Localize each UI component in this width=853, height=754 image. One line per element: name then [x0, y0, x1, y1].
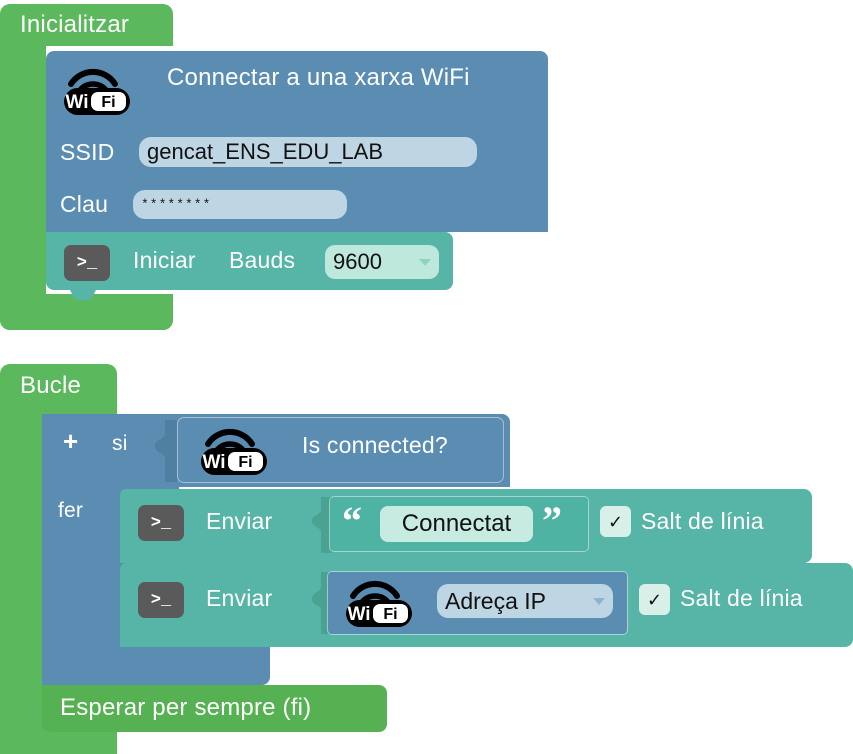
serial-send-block-2-top-notch	[133, 563, 179, 575]
wifi-icon: Wi Fi	[340, 578, 424, 628]
wifi-connect-title: Connectar a una xarxa WiFi	[167, 64, 470, 91]
loop-block-title: Bucle	[20, 372, 82, 399]
password-input[interactable]: ********	[133, 190, 347, 219]
serial-send-label-2: Enviar	[206, 585, 273, 611]
close-quote-glyph: ”	[542, 498, 562, 543]
serial-begin-bottom-notch	[60, 289, 106, 302]
newline-label-1: Salt de línia	[641, 508, 764, 534]
loop-footer-block[interactable]	[42, 685, 387, 732]
password-input-value: ********	[141, 197, 212, 212]
setup-block-title: Inicialitzar	[20, 11, 130, 38]
ssid-input[interactable]: gencat_ENS_EDU_LAB	[139, 137, 477, 167]
serial-send-label-1: Enviar	[206, 508, 273, 534]
bauds-dropdown[interactable]: 9600	[325, 245, 439, 279]
if-label: si	[112, 432, 128, 455]
terminal-icon: >_	[138, 582, 184, 618]
serial-begin-label: Iniciar	[133, 247, 196, 273]
newline-checkbox-2[interactable]: ✓	[639, 584, 670, 615]
do-label: fer	[58, 499, 84, 522]
svg-text:Wi: Wi	[65, 92, 88, 113]
wifi-icon: Wi Fi	[195, 426, 279, 476]
if-condition-socket[interactable]	[155, 420, 177, 482]
if-block-bottom-bar	[42, 647, 270, 685]
string-value-input[interactable]: Connectat	[380, 506, 533, 542]
svg-text:Fi: Fi	[383, 606, 397, 623]
ssid-input-value: gencat_ENS_EDU_LAB	[147, 139, 384, 164]
setup-block-left-spine	[0, 40, 46, 300]
if-block-add-icon[interactable]: +	[63, 426, 79, 456]
open-quote-glyph: “	[342, 498, 362, 543]
check-icon: ✓	[607, 511, 624, 532]
bauds-label: Bauds	[229, 247, 296, 273]
wifi-info-dropdown-value: Adreça IP	[445, 587, 546, 614]
wifi-is-connected-label: Is connected?	[302, 432, 448, 458]
newline-checkbox-1[interactable]: ✓	[600, 506, 631, 537]
chevron-down-icon	[593, 597, 605, 605]
wifi-info-dropdown[interactable]: Adreça IP	[437, 584, 613, 618]
svg-text:Fi: Fi	[101, 94, 115, 111]
newline-label-2: Salt de línia	[680, 585, 803, 611]
serial-send-1-value-socket[interactable]	[312, 497, 332, 553]
terminal-icon: >_	[138, 505, 184, 541]
serial-send-2-value-socket[interactable]	[312, 572, 332, 634]
serial-send-block-1-top-notch	[133, 489, 179, 501]
string-value-text: Connectat	[401, 510, 512, 537]
svg-text:Wi: Wi	[202, 452, 225, 473]
terminal-icon: >_	[64, 245, 110, 281]
password-label: Clau	[60, 191, 109, 217]
svg-text:Fi: Fi	[238, 454, 252, 471]
ssid-label: SSID	[60, 139, 115, 165]
bauds-dropdown-value: 9600	[333, 249, 382, 274]
chevron-down-icon	[419, 258, 431, 266]
wifi-connect-top-notch	[60, 51, 106, 63]
check-icon: ✓	[646, 589, 663, 610]
svg-text:Wi: Wi	[347, 604, 370, 625]
wifi-icon: Wi Fi	[58, 66, 142, 116]
loop-footer-label: Esperar per sempre (fi)	[60, 694, 312, 721]
